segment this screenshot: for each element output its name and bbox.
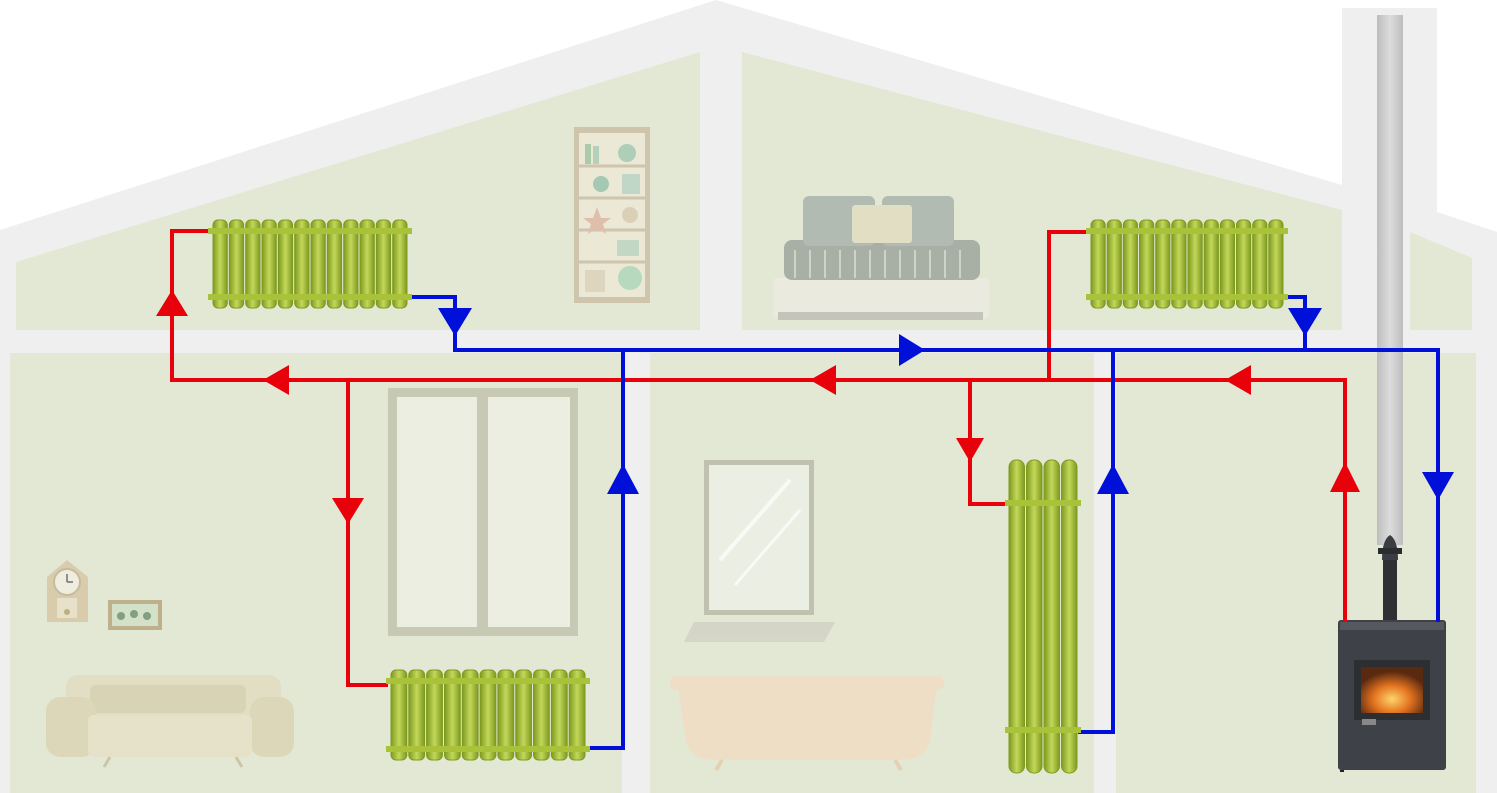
radiator-fin bbox=[343, 219, 359, 309]
bathtub-icon bbox=[670, 676, 944, 772]
radiator-fin bbox=[1219, 219, 1236, 309]
radiator-fin bbox=[390, 669, 408, 761]
radiator-fin bbox=[392, 219, 408, 309]
supply-arrow-up-icon bbox=[1330, 462, 1360, 492]
radiator-attic-left bbox=[208, 219, 412, 309]
radiator-top-bar bbox=[386, 678, 590, 684]
radiator-fin bbox=[1090, 219, 1106, 309]
radiator-fin bbox=[479, 669, 497, 761]
radiator-fin bbox=[245, 219, 261, 309]
bed-icon bbox=[773, 196, 989, 320]
radiator-fin bbox=[1171, 219, 1187, 309]
radiator-bottom-bar bbox=[208, 294, 412, 300]
radiator-attic-right bbox=[1086, 219, 1288, 309]
radiator-fin bbox=[1106, 219, 1122, 309]
radiator-fin bbox=[375, 219, 392, 309]
radiator-fin bbox=[533, 669, 550, 761]
supply-arrow-down-icon bbox=[332, 498, 364, 524]
radiator-fin bbox=[359, 219, 375, 309]
radiator-fin bbox=[568, 669, 586, 761]
return-arrow-up-icon bbox=[1097, 464, 1129, 494]
radiator-fin bbox=[261, 219, 277, 309]
radiators bbox=[208, 219, 1288, 774]
wall-clock-icon bbox=[47, 560, 88, 622]
supply-arrow-left-icon bbox=[810, 365, 836, 395]
room-attic-left bbox=[16, 52, 700, 330]
radiator-fin bbox=[1043, 459, 1060, 774]
supply-arrow-left-icon bbox=[263, 365, 289, 395]
radiator-fin bbox=[426, 669, 443, 761]
radiator-top-bar bbox=[1005, 500, 1081, 506]
radiator-fin bbox=[461, 669, 479, 761]
supply-arrow-down-icon bbox=[956, 438, 984, 462]
radiator-fin bbox=[1139, 219, 1155, 309]
radiator-bottom-bar bbox=[1005, 727, 1081, 733]
radiator-top-bar bbox=[208, 228, 412, 234]
radiator-fin bbox=[1026, 459, 1043, 774]
picture-frame-icon bbox=[108, 600, 162, 630]
return-arrow-up-icon bbox=[607, 464, 639, 494]
radiator-fin bbox=[1203, 219, 1219, 309]
radiator-fin bbox=[277, 219, 294, 309]
supply-arrow-up-icon bbox=[156, 290, 188, 316]
radiator-bathroom bbox=[1005, 459, 1081, 774]
radiator-fin bbox=[1155, 219, 1171, 309]
radiator-fin bbox=[294, 219, 310, 309]
radiator-fin bbox=[212, 219, 228, 309]
return-arrow-right-icon bbox=[899, 334, 925, 366]
radiator-fin bbox=[326, 219, 343, 309]
return-arrow-down-icon bbox=[438, 308, 472, 336]
radiator-bottom-bar bbox=[386, 746, 590, 752]
bookshelf-icon bbox=[574, 127, 650, 303]
window-icon bbox=[388, 388, 578, 636]
radiator-fin bbox=[515, 669, 533, 761]
return-arrow-down-icon bbox=[1422, 472, 1454, 500]
sofa-icon bbox=[46, 675, 294, 768]
radiator-fin bbox=[310, 219, 326, 309]
radiator-fin bbox=[1187, 219, 1203, 309]
radiator-top-bar bbox=[1086, 228, 1288, 234]
room-attic-corner bbox=[1410, 232, 1472, 330]
chimney-icon bbox=[1377, 15, 1403, 545]
supply-flow-arrows bbox=[156, 290, 1360, 524]
radiator-fin bbox=[1122, 219, 1139, 309]
radiator-fin bbox=[1008, 459, 1025, 774]
radiator-living-room bbox=[386, 669, 590, 761]
radiator-fin bbox=[408, 669, 426, 761]
mirror-icon bbox=[684, 460, 835, 642]
supply-pipe bbox=[170, 229, 1347, 687]
supply-arrow-left-icon bbox=[1225, 365, 1251, 395]
return-flow-arrows bbox=[438, 308, 1454, 500]
radiator-fin bbox=[550, 669, 568, 761]
radiator-fin bbox=[1252, 219, 1268, 309]
radiator-fin bbox=[497, 669, 515, 761]
return-arrow-down-icon bbox=[1288, 308, 1322, 336]
radiator-fin bbox=[1236, 219, 1252, 309]
radiator-fin bbox=[1061, 459, 1078, 774]
radiator-fin bbox=[1268, 219, 1284, 309]
radiator-fin bbox=[228, 219, 245, 309]
radiator-bottom-bar bbox=[1086, 294, 1288, 300]
wood-stove-icon bbox=[1338, 535, 1446, 772]
radiator-fin bbox=[444, 669, 461, 761]
